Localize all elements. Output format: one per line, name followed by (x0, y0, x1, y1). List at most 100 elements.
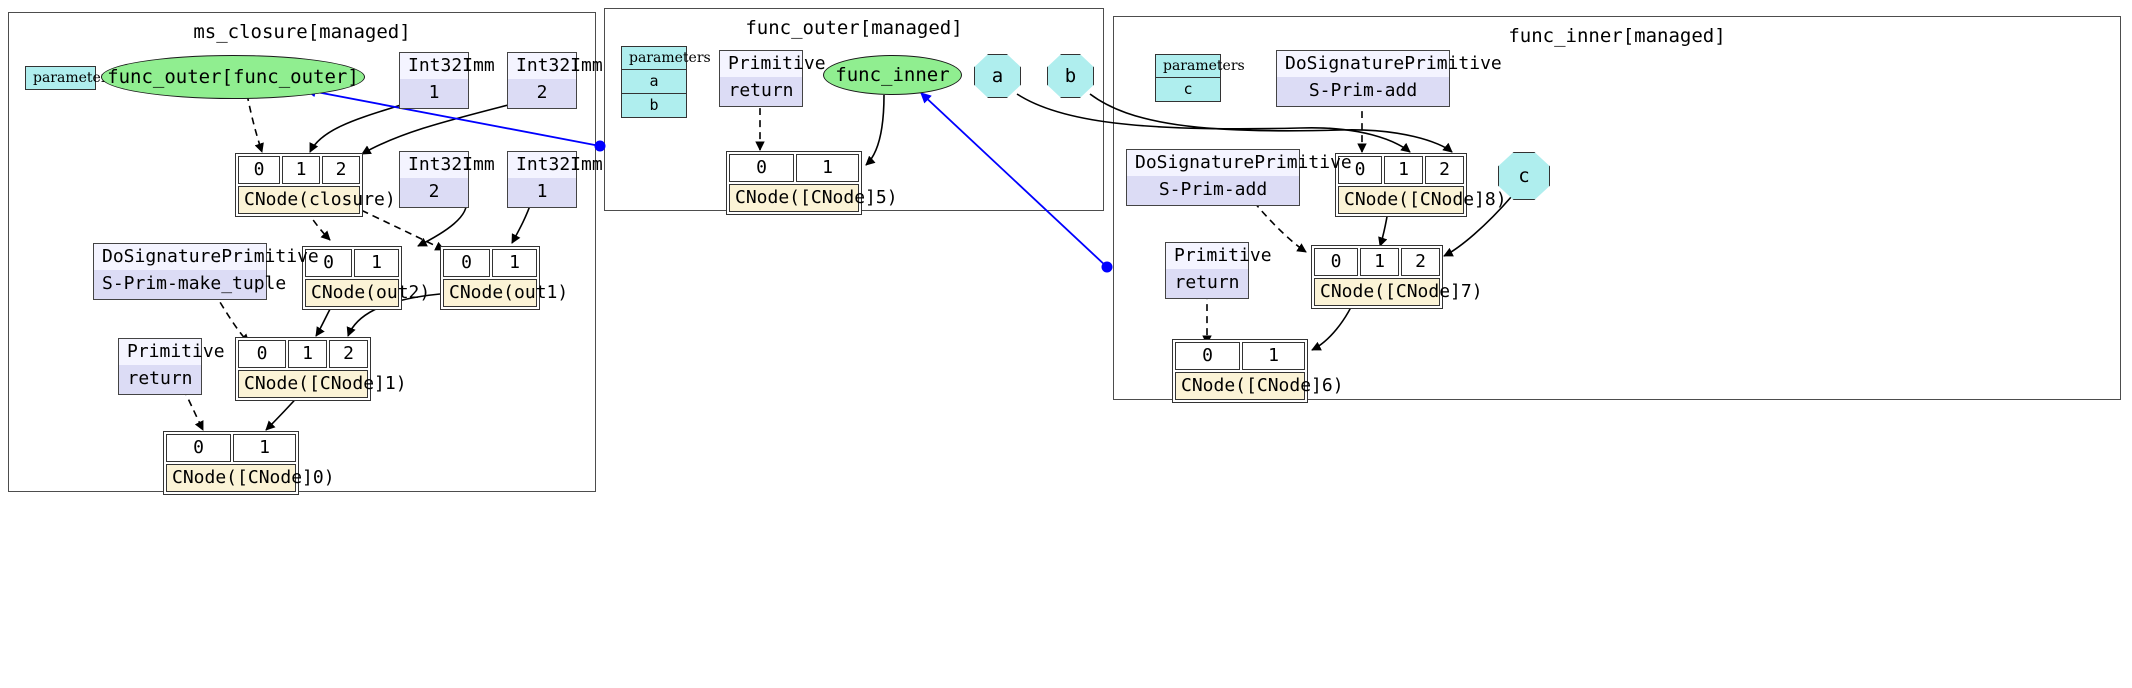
primitive-type: DoSignaturePrimitive (1127, 150, 1352, 176)
primitive-name: return (1166, 268, 1248, 299)
cnode-slots: 0 1 (166, 434, 296, 462)
primitive-name: S-Prim-make_tuple (94, 269, 286, 300)
cnode-slot[interactable]: 0 (305, 249, 352, 277)
parameters-header: parameters (26, 67, 115, 89)
primitive-name: return (119, 364, 201, 395)
int32imm-type: Int32Imm (400, 152, 495, 178)
primitive-type: DoSignaturePrimitive (1277, 51, 1502, 77)
func-outer-parameters-table: parameters a b (621, 46, 711, 118)
cnode-slots: 0 1 2 (238, 340, 368, 368)
cnode-slot[interactable]: 1 (233, 434, 296, 462)
node-cnode-closure[interactable]: 0 1 2 CNode(closure) (235, 153, 396, 217)
int32imm-type: Int32Imm (508, 152, 603, 178)
cnode-slot[interactable]: 2 (322, 156, 360, 184)
cnode-slot[interactable]: 1 (353, 249, 399, 277)
cnode-label: CNode(closure) (238, 186, 396, 214)
cnode-label: CNode([CNode]8) (1338, 186, 1507, 214)
parameter-row: a (622, 70, 686, 94)
node-cnode-6[interactable]: 0 1 CNode([CNode]6) (1172, 339, 1344, 403)
cnode-slot[interactable]: 1 (796, 154, 859, 182)
cnode-slot[interactable]: 1 (288, 340, 327, 368)
cnode-slot[interactable]: 0 (1338, 156, 1382, 184)
node-primitive-return-ms-closure[interactable]: Primitive return (118, 338, 225, 396)
cnode-slot[interactable]: 0 (729, 154, 794, 182)
node-cnode-7[interactable]: 0 1 2 CNode([CNode]7) (1311, 245, 1483, 309)
cnode-slots: 0 1 (1175, 342, 1305, 370)
cnode-slot[interactable]: 0 (166, 434, 231, 462)
parameters-header: parameters (1156, 55, 1245, 78)
node-cnode-0[interactable]: 0 1 CNode([CNode]0) (163, 431, 335, 495)
node-cnode-5[interactable]: 0 1 CNode([CNode]5) (726, 151, 898, 215)
node-primitive-return-func-outer[interactable]: Primitive return (719, 50, 826, 108)
node-dosignature-make-tuple[interactable]: DoSignaturePrimitive S-Prim-make_tuple (93, 243, 319, 301)
parameter-row: b (649, 96, 659, 114)
node-dosignature-add-mid[interactable]: DoSignaturePrimitive S-Prim-add (1126, 149, 1352, 207)
node-func-inner-ellipse-label: func_inner (835, 64, 950, 86)
cnode-slot[interactable]: 2 (1401, 248, 1440, 276)
cnode-slot[interactable]: 0 (1175, 342, 1240, 370)
parameters-header: parameters (622, 47, 711, 70)
node-arg-a-label: a (991, 65, 1004, 87)
node-dosignature-add-top[interactable]: DoSignaturePrimitive S-Prim-add (1276, 50, 1502, 108)
cnode-slot[interactable]: 0 (443, 249, 490, 277)
node-int32imm-1-lower[interactable]: Int32Imm 1 (507, 151, 603, 209)
node-int32imm-2-top[interactable]: Int32Imm 2 (507, 52, 603, 110)
node-func-inner-ellipse[interactable]: func_inner (823, 55, 962, 95)
cnode-slot[interactable]: 1 (491, 249, 537, 277)
cnode-slot[interactable]: 1 (282, 156, 320, 184)
int32imm-type: Int32Imm (400, 53, 495, 79)
func-inner-parameters-table: parameters c (1155, 54, 1245, 102)
node-int32imm-1-top[interactable]: Int32Imm 1 (399, 52, 495, 110)
node-arg-b[interactable]: b (1047, 54, 1094, 98)
cnode-slot[interactable]: 0 (238, 340, 286, 368)
cnode-slot[interactable]: 0 (238, 156, 280, 184)
cnode-label: CNode(out1) (443, 279, 568, 307)
cluster-title-func-outer: func_outer[managed] (745, 17, 963, 39)
cnode-slots: 0 1 2 (1314, 248, 1440, 276)
primitive-name: return (720, 76, 802, 107)
node-arg-a[interactable]: a (974, 54, 1021, 98)
primitive-type: Primitive (119, 339, 225, 365)
parameter-row: c (1183, 80, 1193, 98)
int32imm-value: 1 (508, 177, 576, 208)
cluster-title-func-inner: func_inner[managed] (1508, 25, 1726, 47)
primitive-type: Primitive (1166, 243, 1272, 269)
node-cnode-out1[interactable]: 0 1 CNode(out1) (440, 246, 568, 310)
node-arg-b-label: b (1064, 65, 1077, 87)
cnode-label: CNode([CNode]1) (238, 370, 407, 398)
node-arg-c-label: c (1518, 165, 1530, 187)
cnode-label: CNode([CNode]5) (729, 184, 898, 212)
node-int32imm-2-lower[interactable]: Int32Imm 2 (399, 151, 495, 209)
int32imm-value: 2 (508, 78, 576, 109)
cnode-slot[interactable]: 1 (1360, 248, 1399, 276)
cnode-slots: 0 1 2 (1338, 156, 1464, 184)
node-cnode-out2[interactable]: 0 1 CNode(out2) (302, 246, 430, 310)
node-func-outer-ellipse-label: func_outer[func_outer] (107, 66, 359, 88)
cnode-slot[interactable]: 2 (329, 340, 368, 368)
cnode-slot[interactable]: 1 (1384, 156, 1423, 184)
node-func-outer-ellipse[interactable]: func_outer[func_outer] (101, 55, 365, 99)
int32imm-value: 2 (400, 177, 468, 208)
ms-closure-parameters-table: parameters (25, 66, 115, 90)
node-cnode-8[interactable]: 0 1 2 CNode([CNode]8) (1335, 153, 1507, 217)
int32imm-type: Int32Imm (508, 53, 603, 79)
node-primitive-return-func-inner[interactable]: Primitive return (1165, 242, 1272, 300)
cnode-slot[interactable]: 1 (1242, 342, 1305, 370)
primitive-name: S-Prim-add (1127, 175, 1299, 206)
primitive-type: Primitive (720, 51, 826, 77)
cnode-slot[interactable]: 2 (1425, 156, 1464, 184)
int32imm-value: 1 (400, 78, 468, 109)
cnode-slot[interactable]: 0 (1314, 248, 1358, 276)
cnode-slots: 0 1 2 (238, 156, 360, 184)
cluster-title-ms-closure: ms_closure[managed] (193, 21, 411, 43)
cnode-slots: 0 1 (729, 154, 859, 182)
node-cnode-1[interactable]: 0 1 2 CNode([CNode]1) (235, 337, 407, 401)
cnode-label: CNode([CNode]6) (1175, 372, 1344, 400)
cnode-slots: 0 1 (443, 249, 537, 277)
cnode-label: CNode(out2) (305, 279, 430, 307)
cnode-label: CNode([CNode]0) (166, 464, 335, 492)
node-arg-c[interactable]: c (1498, 152, 1550, 200)
primitive-type: DoSignaturePrimitive (94, 244, 319, 270)
cnode-label: CNode([CNode]7) (1314, 278, 1483, 306)
